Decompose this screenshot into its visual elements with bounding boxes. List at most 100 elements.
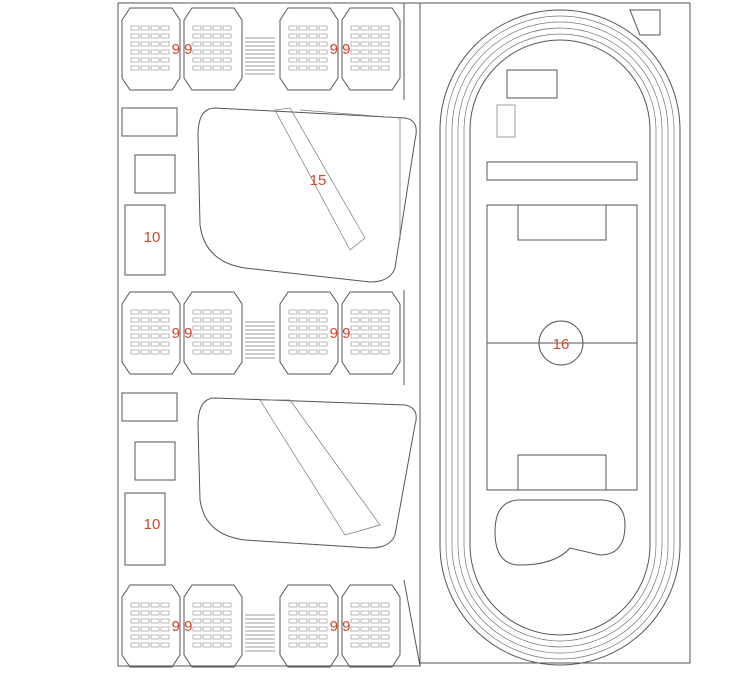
desk — [360, 642, 370, 648]
desk — [360, 33, 370, 39]
desk — [318, 642, 328, 648]
desk — [222, 602, 232, 608]
desk — [202, 602, 212, 608]
desk — [298, 626, 308, 632]
desk — [140, 602, 150, 608]
desk — [350, 333, 360, 339]
desk — [298, 325, 308, 331]
desk — [288, 602, 298, 608]
track-lane — [469, 39, 651, 636]
desk — [192, 25, 202, 31]
desk — [160, 634, 170, 640]
desk — [212, 325, 222, 331]
desk — [130, 618, 140, 624]
desk — [192, 333, 202, 339]
desk — [192, 626, 202, 632]
service-block-north: 10 — [121, 107, 178, 276]
desk — [288, 25, 298, 31]
desk — [212, 25, 222, 31]
desk — [350, 25, 360, 31]
desk — [160, 626, 170, 632]
desk — [150, 325, 160, 331]
sports-ground: 16 — [419, 2, 691, 666]
courtyard-label: 15 — [310, 172, 327, 189]
desk — [308, 49, 318, 55]
desk — [350, 634, 360, 640]
building-outline — [117, 2, 421, 667]
stair — [245, 321, 275, 359]
desk — [380, 25, 390, 31]
desk — [350, 349, 360, 355]
desk — [212, 618, 222, 624]
desk — [380, 341, 390, 347]
desk — [222, 317, 232, 323]
desk — [318, 618, 328, 624]
desk — [380, 57, 390, 63]
desk — [202, 33, 212, 39]
desk — [350, 309, 360, 315]
classroom-label: 9 9 — [172, 618, 193, 635]
desk — [160, 333, 170, 339]
desk — [150, 309, 160, 315]
desk — [360, 309, 370, 315]
desk — [140, 333, 150, 339]
desk — [318, 49, 328, 55]
desk — [212, 65, 222, 71]
desk — [202, 626, 212, 632]
desk — [150, 349, 160, 355]
desk — [308, 57, 318, 63]
desk — [140, 33, 150, 39]
desk — [360, 626, 370, 632]
desk — [298, 25, 308, 31]
desk — [380, 634, 390, 640]
desk — [360, 610, 370, 616]
desk — [308, 634, 318, 640]
desk — [140, 349, 150, 355]
courtyard-north: 15 — [197, 107, 417, 283]
desk — [130, 57, 140, 63]
desk — [150, 642, 160, 648]
classroom-pair: 9 9 — [279, 7, 401, 91]
desk — [202, 317, 212, 323]
classroom-pair: 9 9 — [279, 291, 401, 375]
desk — [222, 618, 232, 624]
desk — [130, 65, 140, 71]
desk — [222, 341, 232, 347]
desk — [380, 349, 390, 355]
desk — [370, 333, 380, 339]
desk — [140, 65, 150, 71]
desk — [360, 618, 370, 624]
desk — [288, 41, 298, 47]
desk — [140, 57, 150, 63]
desk — [222, 642, 232, 648]
desk — [140, 41, 150, 47]
desk — [308, 25, 318, 31]
desk — [212, 57, 222, 63]
desk — [192, 341, 202, 347]
desk — [222, 349, 232, 355]
desk — [380, 602, 390, 608]
desk — [130, 25, 140, 31]
classroom — [341, 584, 401, 668]
desk — [150, 341, 160, 347]
desk — [202, 642, 212, 648]
desk — [212, 317, 222, 323]
desk — [130, 602, 140, 608]
desk — [350, 341, 360, 347]
desk — [140, 309, 150, 315]
desk — [360, 65, 370, 71]
desk — [318, 317, 328, 323]
desk — [160, 57, 170, 63]
desk — [318, 25, 328, 31]
desk — [288, 618, 298, 624]
stair — [245, 614, 275, 652]
desk — [288, 642, 298, 648]
desk — [318, 333, 328, 339]
ramp — [274, 107, 366, 251]
desk — [140, 325, 150, 331]
desk — [130, 333, 140, 339]
desk — [222, 65, 232, 71]
desk — [160, 618, 170, 624]
desk — [212, 341, 222, 347]
desk — [212, 626, 222, 632]
